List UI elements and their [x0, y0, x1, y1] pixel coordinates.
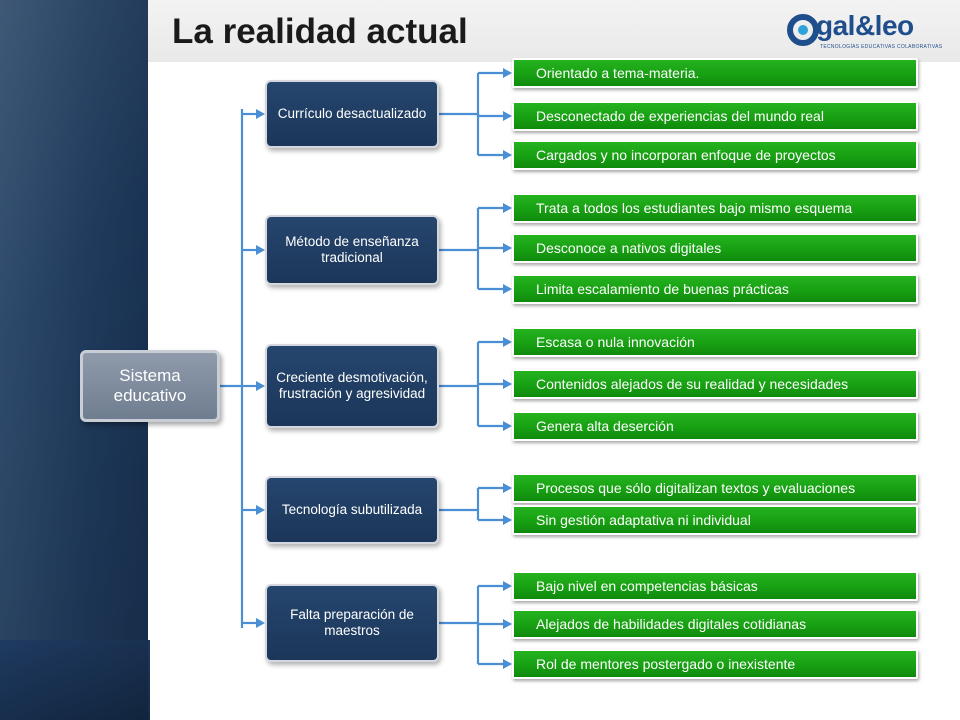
branch-node: Falta preparación de maestros: [265, 584, 439, 662]
root-label-line1: Sistema: [119, 366, 181, 386]
branch-node: Método de enseñanza tradicional: [265, 215, 439, 285]
leaf-node: Procesos que sólo digitalizan textos y e…: [512, 473, 918, 503]
leaf-node: Cargados y no incorporan enfoque de proy…: [512, 140, 918, 170]
leaf-node: Trata a todos los estudiantes bajo mismo…: [512, 193, 918, 223]
leaf-node: Orientado a tema-materia.: [512, 58, 918, 88]
page-title: La realidad actual: [172, 12, 468, 51]
logo-mark-icon: [787, 14, 819, 46]
root-node-sistema-educativo: Sistema educativo: [80, 350, 220, 422]
branch-node: Tecnología subutilizada: [265, 476, 439, 544]
leaf-node: Sin gestión adaptativa ni individual: [512, 505, 918, 535]
bottom-left-corner-decoration: [0, 640, 150, 720]
leaf-node: Limita escalamiento de buenas prácticas: [512, 274, 918, 304]
header-band: [148, 0, 960, 62]
leaf-node: Desconoce a nativos digitales: [512, 233, 918, 263]
leaf-node: Alejados de habilidades digitales cotidi…: [512, 609, 918, 639]
leaf-node: Bajo nivel en competencias básicas: [512, 571, 918, 601]
leaf-node: Escasa o nula innovación: [512, 327, 918, 357]
logo-text: gal&leo: [816, 10, 914, 41]
leaf-node: Rol de mentores postergado o inexistente: [512, 649, 918, 679]
company-logo: gal&leo TECNOLOGÍAS EDUCATIVAS COLABORAT…: [786, 8, 946, 58]
leaf-node: Contenidos alejados de su realidad y nec…: [512, 369, 918, 399]
leaf-node: Desconectado de experiencias del mundo r…: [512, 101, 918, 131]
leaf-node: Genera alta deserción: [512, 411, 918, 441]
logo-tagline: TECNOLOGÍAS EDUCATIVAS COLABORATIVAS: [820, 44, 943, 50]
root-label-line2: educativo: [113, 386, 187, 405]
branch-node: Currículo desactualizado: [265, 80, 439, 148]
branch-node: Creciente desmotivación, frustración y a…: [265, 344, 439, 428]
